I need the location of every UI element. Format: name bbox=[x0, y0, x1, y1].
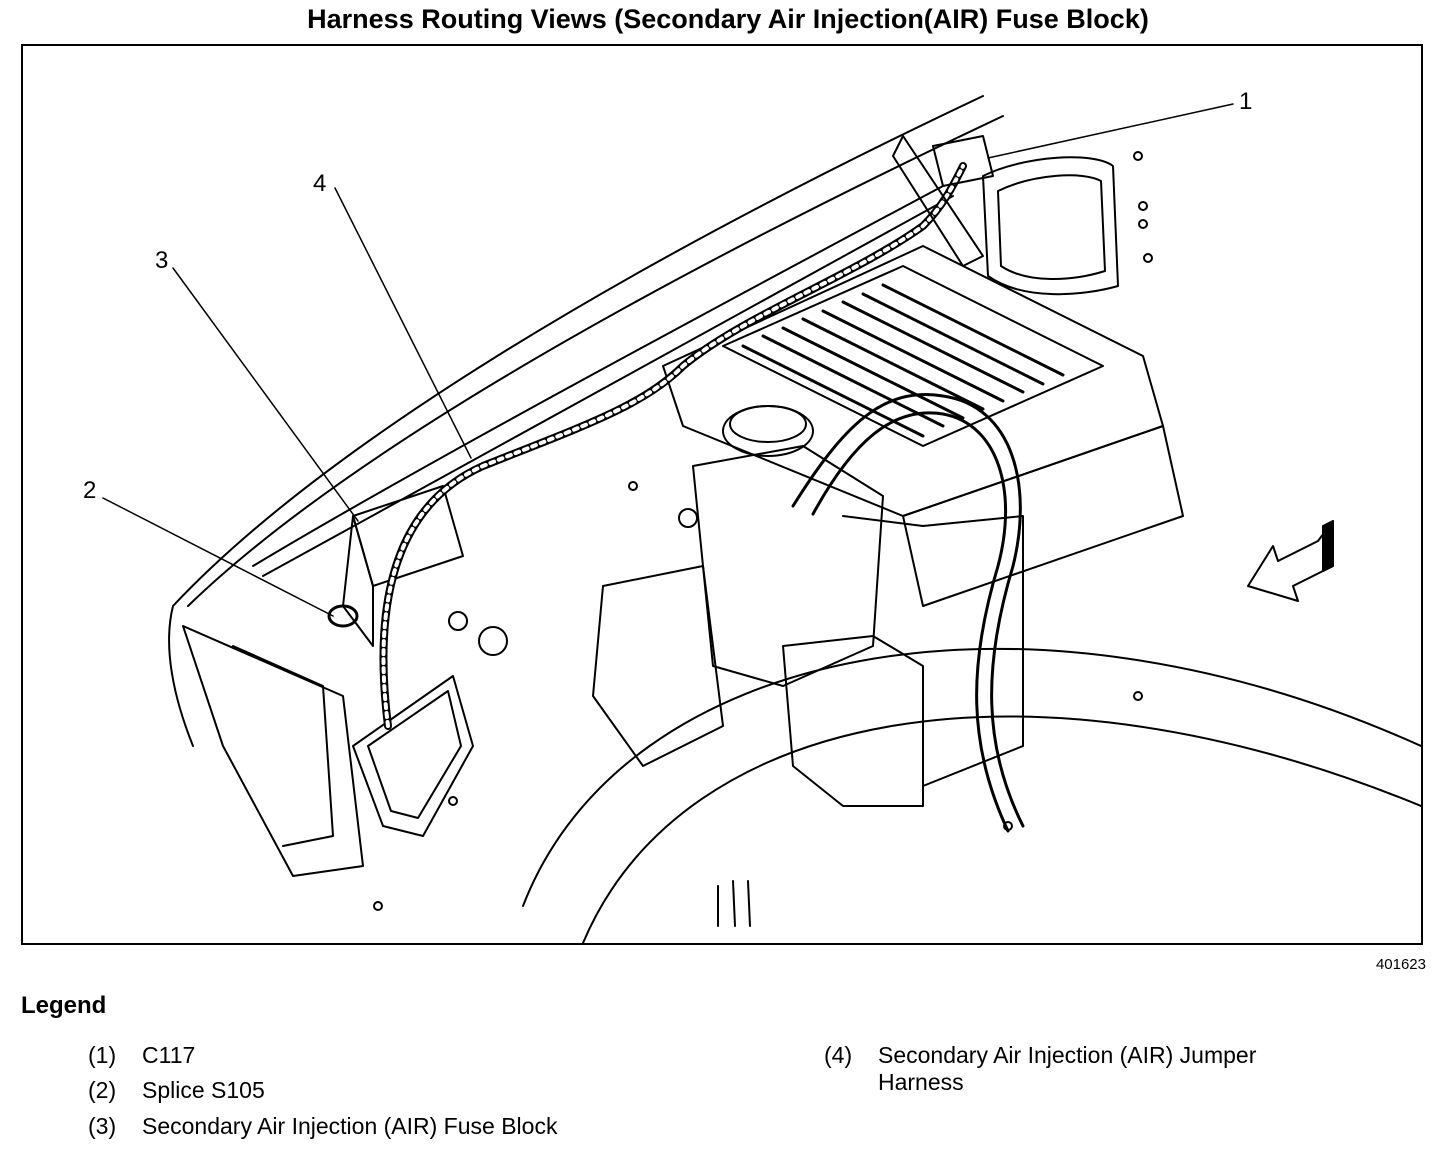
reservoir-bracket bbox=[782, 635, 924, 807]
connector-c117 bbox=[932, 135, 994, 187]
legend-item-1: (1) C117 bbox=[88, 1042, 195, 1069]
module-body bbox=[662, 245, 1164, 517]
jumper-harness bbox=[379, 162, 967, 730]
callout-3: 3 bbox=[155, 247, 168, 274]
leader-2 bbox=[102, 497, 334, 617]
wheel-well-arc bbox=[522, 648, 1421, 907]
legend-item-2: (2) Splice S105 bbox=[88, 1077, 265, 1104]
page-title: Harness Routing Views (Secondary Air Inj… bbox=[307, 4, 1149, 34]
fender-edge bbox=[172, 95, 984, 607]
reservoir-cap-top bbox=[729, 405, 807, 443]
legend-heading: Legend bbox=[21, 992, 107, 1019]
figure-id: 401623 bbox=[1375, 956, 1426, 973]
upper-bracket-inner bbox=[997, 174, 1106, 280]
lower-center-lines bbox=[717, 880, 751, 927]
module-fins bbox=[741, 283, 1065, 438]
reservoir bbox=[692, 445, 884, 687]
hose-outer bbox=[791, 393, 1025, 828]
fender-outer-edge bbox=[168, 605, 194, 747]
legend-item-text-line-1: Secondary Air Injection (AIR) Jumper bbox=[878, 1042, 1257, 1068]
lower-left-bracket-inner bbox=[367, 690, 462, 819]
legend-item-number: (2) bbox=[88, 1077, 117, 1103]
diagram-frame: 1 2 3 4 bbox=[21, 44, 1423, 945]
legend-item-text: Secondary Air Injection (AIR) Fuse Block bbox=[142, 1113, 558, 1139]
legend-item-text-line-2: Harness bbox=[878, 1069, 964, 1095]
leader-1 bbox=[987, 103, 1234, 159]
callout-4: 4 bbox=[313, 170, 326, 197]
legend-item-text: Splice S105 bbox=[142, 1077, 265, 1103]
leader-4 bbox=[334, 187, 472, 459]
hose-inner bbox=[811, 411, 1010, 833]
harness-routing-drawing: 1 2 3 4 bbox=[83, 88, 1421, 943]
module-base bbox=[902, 425, 1184, 607]
splice-s105 bbox=[327, 604, 359, 628]
direction-arrow-icon bbox=[1247, 520, 1334, 602]
legend-item-text: C117 bbox=[142, 1042, 196, 1068]
wheel-well-arc-2 bbox=[582, 715, 1421, 943]
reservoir-side bbox=[842, 515, 1024, 787]
callout-1: 1 bbox=[1239, 88, 1252, 115]
legend-item-3: (3) Secondary Air Injection (AIR) Fuse Bl… bbox=[88, 1113, 557, 1140]
lower-left-bracket bbox=[352, 675, 474, 837]
cowl-line bbox=[252, 185, 944, 567]
upper-bracket bbox=[982, 156, 1119, 296]
splash-shield bbox=[592, 565, 724, 767]
left-panel-2 bbox=[232, 645, 334, 847]
cowl-line-2 bbox=[262, 195, 954, 577]
module-top bbox=[722, 265, 1104, 447]
leader-lines bbox=[102, 103, 1234, 617]
leader-3 bbox=[172, 267, 359, 522]
left-panel bbox=[182, 625, 364, 877]
callout-2: 2 bbox=[83, 477, 96, 504]
fastener-holes bbox=[373, 151, 1153, 911]
connector-bracket bbox=[892, 135, 984, 267]
direction-arrow-shade bbox=[1322, 520, 1334, 572]
fender-inner-edge bbox=[187, 115, 1004, 607]
fuse-block-front bbox=[342, 515, 374, 647]
legend-item-number: (3) bbox=[88, 1113, 117, 1139]
legend-item-number: (4) bbox=[824, 1042, 853, 1068]
jumper-harness-core bbox=[381, 164, 965, 728]
legend-item-number: (1) bbox=[88, 1042, 117, 1068]
